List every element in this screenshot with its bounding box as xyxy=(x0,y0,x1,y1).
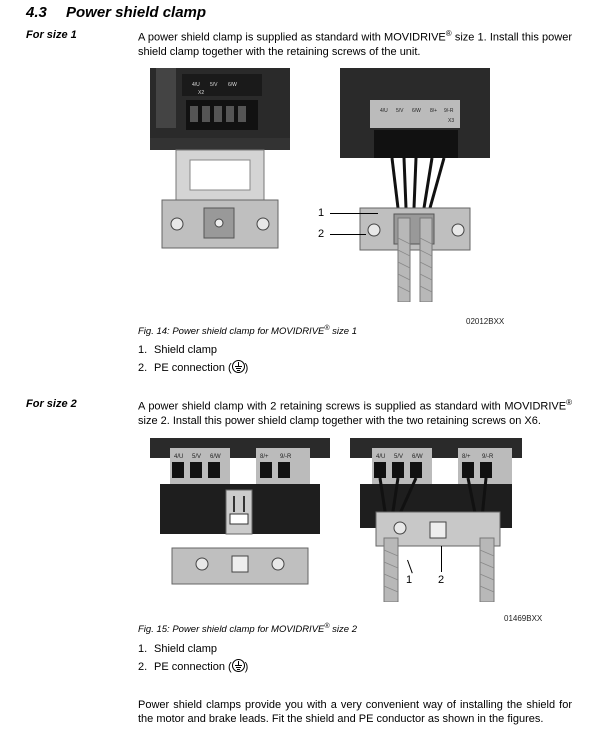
fig14-legend-list: 1.Shield clamp 2.PE connection () xyxy=(138,341,248,377)
fig14-callout-1-line xyxy=(330,213,378,214)
fig14-caption: Fig. 14: Power shield clamp for MOVIDRIV… xyxy=(138,325,358,338)
svg-text:6/W: 6/W xyxy=(210,454,221,460)
section-heading: 4.3 Power shield clamp xyxy=(26,4,206,21)
svg-text:8/+: 8/+ xyxy=(462,454,471,460)
svg-text:6/W: 6/W xyxy=(412,454,423,460)
svg-text:9/-R: 9/-R xyxy=(482,454,494,460)
list-item: 1.Shield clamp xyxy=(138,344,217,356)
fig15-callout-2-line xyxy=(441,546,442,572)
svg-text:9/-R: 9/-R xyxy=(280,454,292,460)
svg-text:8/+: 8/+ xyxy=(260,454,269,460)
svg-text:X3: X3 xyxy=(448,118,454,124)
svg-text:8/+: 8/+ xyxy=(430,108,437,114)
fig14-callout-1: 1 xyxy=(318,207,325,219)
fig15-legend-list: 1.Shield clamp 2.PE connection () xyxy=(138,640,248,676)
section-title: Power shield clamp xyxy=(66,4,207,21)
size2-label: For size 2 xyxy=(26,398,77,410)
svg-text:X2: X2 xyxy=(198,90,204,96)
fig15-callout-2: 2 xyxy=(438,574,445,586)
ground-symbol-icon xyxy=(231,659,245,672)
fig14-callout-2-line xyxy=(330,234,366,235)
fig15-callout-1: 1 xyxy=(406,574,413,586)
fig14-terminal-label-left: 4/U xyxy=(192,82,200,88)
fig15-photo-left: 4/U 5/V 6/W 8/+ 9/-R xyxy=(150,438,330,588)
fig14-callout-2: 2 xyxy=(318,228,325,240)
svg-text:4/U: 4/U xyxy=(380,108,388,114)
svg-text:9/-R: 9/-R xyxy=(444,108,454,114)
list-item: 2.PE connection () xyxy=(138,659,249,673)
svg-text:6/W: 6/W xyxy=(412,108,421,114)
svg-text:5/V: 5/V xyxy=(192,454,201,460)
svg-text:4/U: 4/U xyxy=(174,454,183,460)
fig15-photo-right: 4/U 5/V 6/W 8/+ 9/-R xyxy=(350,438,522,602)
svg-text:4/U: 4/U xyxy=(376,454,385,460)
section-number: 4.3 xyxy=(26,4,47,21)
fig14-photo-left: 4/U 5/V 6/W X2 xyxy=(150,68,290,268)
list-item: 2.PE connection () xyxy=(138,360,249,374)
size1-paragraph: A power shield clamp is supplied as stan… xyxy=(138,29,572,58)
svg-text:6/W: 6/W xyxy=(228,82,237,88)
fig15-code: 01469BXX xyxy=(504,614,543,623)
list-item: 1.Shield clamp xyxy=(138,643,217,655)
closing-paragraph: Power shield clamps provide you with a v… xyxy=(138,699,572,725)
size2-paragraph: A power shield clamp with 2 retaining sc… xyxy=(138,398,572,427)
svg-text:5/V: 5/V xyxy=(394,454,403,460)
fig15-caption: Fig. 15: Power shield clamp for MOVIDRIV… xyxy=(138,623,358,636)
fig14-code: 02012BXX xyxy=(466,317,505,326)
svg-text:5/V: 5/V xyxy=(396,108,404,114)
svg-text:5/V: 5/V xyxy=(210,82,218,88)
size1-label: For size 1 xyxy=(26,29,77,41)
fig14-photo-right: 4/U 5/V 6/W 8/+ 9/-R X3 xyxy=(340,68,490,302)
ground-symbol-icon xyxy=(231,360,245,373)
